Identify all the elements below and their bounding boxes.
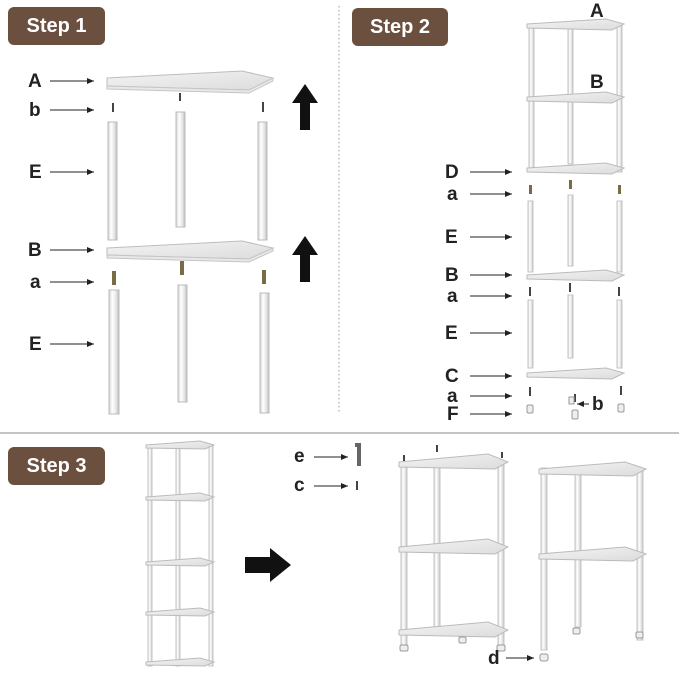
step2-label-B: B [445,265,459,286]
step2-label-B-top: B [590,72,604,93]
screw-c-icon [356,481,358,490]
label-b: b [29,100,41,121]
step3-right-arrow [245,548,291,582]
label-a: a [30,272,41,293]
step1-poles-upper [107,111,268,241]
step2-label-b: b [592,394,604,415]
step2-shelf-C [526,367,626,380]
step-3-badge: Step 3 [8,447,105,485]
step3-label-c: c [294,475,305,496]
step2-shelf-B [526,269,626,282]
step3-tall-shelf [145,440,216,667]
step2-leader-arrows [470,169,589,417]
label-E-lower: E [29,334,42,355]
step1-screws-b [112,93,264,112]
label-B: B [28,240,42,261]
step2-top-frame [526,18,626,175]
step2-feet-F [526,396,625,420]
step2-label-E2: E [445,323,458,344]
step1-shelf-A [106,70,275,94]
step1-up-arrow-bottom [292,236,318,282]
label-E-upper: E [29,162,42,183]
step2-label-a2: a [447,286,458,307]
foot-d-icon [539,653,549,662]
step2-label-a3: a [447,386,458,407]
label-A: A [28,71,42,92]
step2-rods-a1 [529,180,621,194]
allen-key-icon [355,443,361,466]
step2-rods-a3 [529,386,622,402]
step1-shelf-B [106,240,275,263]
step1-leader-arrows [50,78,94,347]
step3-label-d: d [488,648,500,669]
step2-poles-e2 [527,294,623,369]
step2-label-E1: E [445,227,458,248]
step2-label-F: F [447,404,459,425]
step2-poles-e1 [527,194,623,273]
step3-three-tier-shelf [398,445,510,652]
step3-label-e: e [294,446,305,467]
step2-rods-a2 [529,283,620,296]
step1-poles-lower [108,284,270,415]
step1-up-arrow-top [292,84,318,130]
step3-leader-arrows [314,454,534,661]
step2-label-A: A [590,1,604,22]
step3-two-tier-shelf [538,461,648,651]
step1-threaded-rods-a [112,261,266,285]
step-2-badge: Step 2 [352,8,448,46]
step2-label-D: D [445,162,459,183]
step-1-badge: Step 1 [8,7,105,45]
step2-label-C: C [445,366,459,387]
step2-label-a1: a [447,184,458,205]
